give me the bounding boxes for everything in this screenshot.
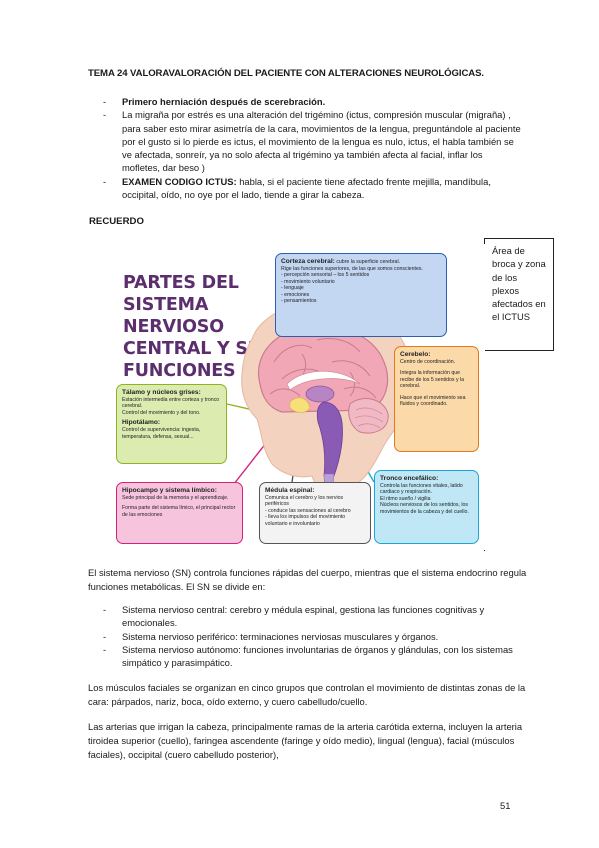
- talamo-line: Control del movimiento y del tono.: [122, 409, 201, 416]
- medula-list: conduce las sensaciones al cerebro lleva…: [265, 508, 365, 527]
- thalamus: [305, 385, 335, 403]
- medula-title: Médula espinal:: [265, 487, 315, 494]
- cerebelo-title: Cerebelo:: [400, 351, 431, 358]
- corteza-desc: Rige las funciones superiores, de las qu…: [281, 266, 423, 272]
- infographic-title-line: PARTES DEL: [123, 273, 239, 293]
- hipotalamo-title: Hipotálamo:: [122, 419, 161, 427]
- medula-desc: Comunica el cerebro y los nervios perifé…: [265, 495, 344, 508]
- cerebelo-line: Centro de coordinación.: [400, 359, 456, 365]
- list-item: EXAMEN CODIGO ICTUS: habla, si el pacien…: [89, 175, 521, 202]
- list-item: conduce las sensaciones al cerebro: [265, 508, 365, 514]
- top-bullet-list: Primero herniación después de scerebraci…: [89, 95, 521, 201]
- tronco-box: Tronco encefálico: Controla las funcione…: [374, 470, 479, 544]
- cerebelo-line: Hace que el movimiento sea fluidos y coo…: [400, 394, 466, 408]
- list-item: lenguaje: [281, 285, 441, 291]
- talamo-title: Tálamo y núcleos grises:: [122, 389, 201, 396]
- infographic-title: PARTES DEL SISTEMA NERVIOSO CENTRAL Y SU…: [123, 272, 283, 382]
- facial-muscles-paragraph: Los músculos faciales se organizan en ci…: [88, 682, 526, 707]
- corteza-box: Corteza cerebral: cubre la superficie ce…: [275, 253, 447, 337]
- page-title: TEMA 24 VALORAVALORACIÓN DEL PACIENTE CO…: [88, 68, 484, 79]
- infographic-title-line: CENTRAL Y SUS: [123, 339, 275, 359]
- list-item: Sistema nervioso central: cerebro y médu…: [89, 603, 521, 630]
- list-item: La migraña por estrés es una alteración …: [89, 108, 521, 174]
- hipocampo-line: Sede principal de la memoria y el aprend…: [122, 495, 229, 501]
- list-item: pensamientos: [281, 298, 441, 304]
- list-item: movimiento voluntario: [281, 279, 441, 285]
- hipocampo-line: Forma parte del sistema límico, el princ…: [122, 505, 236, 518]
- hipotalamo-line: Control de supervivencia: ingesta, tempe…: [122, 427, 201, 440]
- tronco-line: El ritmo sueño / vigilia: [380, 495, 431, 502]
- list-item: lleva los impulsos del movimiento volunt…: [265, 514, 365, 527]
- ictus-exam-label: EXAMEN CODIGO ICTUS:: [122, 175, 237, 187]
- migraine-note: La migraña por estrés es una alteración …: [122, 109, 521, 174]
- cerebelo-line: Integra la información que recibe de los…: [400, 370, 465, 390]
- list-item: emociones: [281, 292, 441, 298]
- page-number: 51: [500, 800, 511, 811]
- hipocampo-title: Hipocampo y sistema límbico:: [122, 487, 217, 494]
- brain-gyri: [269, 338, 377, 399]
- list-item: Sistema nervioso autónomo: funciones inv…: [89, 643, 521, 670]
- tronco-line: Controla las funciones vitales, latido c…: [380, 483, 463, 496]
- talamo-box: Tálamo y núcleos grises: Estación interm…: [116, 384, 227, 464]
- list-item: Primero herniación después de scerebraci…: [89, 95, 521, 109]
- corteza-title: Corteza cerebral:: [281, 258, 335, 265]
- corpus-callosum: [286, 370, 361, 391]
- side-note-box: Área de broca y zona de los plexos afect…: [484, 238, 554, 351]
- infographic-title-line: SISTEMA NERVIOSO: [123, 295, 224, 337]
- cerebelo-box: Cerebelo: Centro de coordinación. Integr…: [394, 346, 479, 452]
- sn-paragraph: El sistema nervioso (SN) controla funcio…: [88, 567, 527, 592]
- sn-division-list: Sistema nervioso central: cerebro y médu…: [89, 603, 521, 669]
- hipocampo-box: Hipocampo y sistema límbico: Sede princi…: [116, 482, 243, 544]
- corteza-list: percepción sensorial – los 5 sentidos mo…: [281, 272, 441, 304]
- corteza-intro: cubre la superficie cerebral.: [334, 259, 401, 265]
- herniation-note: Primero herniación después de scerebraci…: [122, 96, 326, 107]
- tronco-title: Tronco encefálico:: [380, 475, 439, 482]
- talamo-line: Estación intermedia entre corteza y tron…: [122, 397, 220, 410]
- cerebellum-folds: [354, 407, 384, 429]
- hippocampus: [289, 397, 311, 413]
- infographic-title-line: FUNCIONES: [123, 361, 236, 381]
- arteries-paragraph: Las arterias que irrigan la cabeza, prin…: [88, 721, 523, 760]
- recuerdo-heading: RECUERDO: [89, 216, 144, 227]
- ictus-exam-text: habla, si el paciente tiene afectado fre…: [122, 175, 491, 201]
- list-item: Sistema nervioso periférico: terminacion…: [89, 630, 521, 644]
- medula-box: Médula espinal: Comunica el cerebro y lo…: [259, 482, 371, 544]
- tronco-line: Núcleos nerviosos de los sentidos, los m…: [380, 502, 469, 515]
- list-item: percepción sensorial – los 5 sentidos: [281, 272, 441, 278]
- nervous-system-infographic: PARTES DEL SISTEMA NERVIOSO CENTRAL Y SU…: [112, 244, 485, 550]
